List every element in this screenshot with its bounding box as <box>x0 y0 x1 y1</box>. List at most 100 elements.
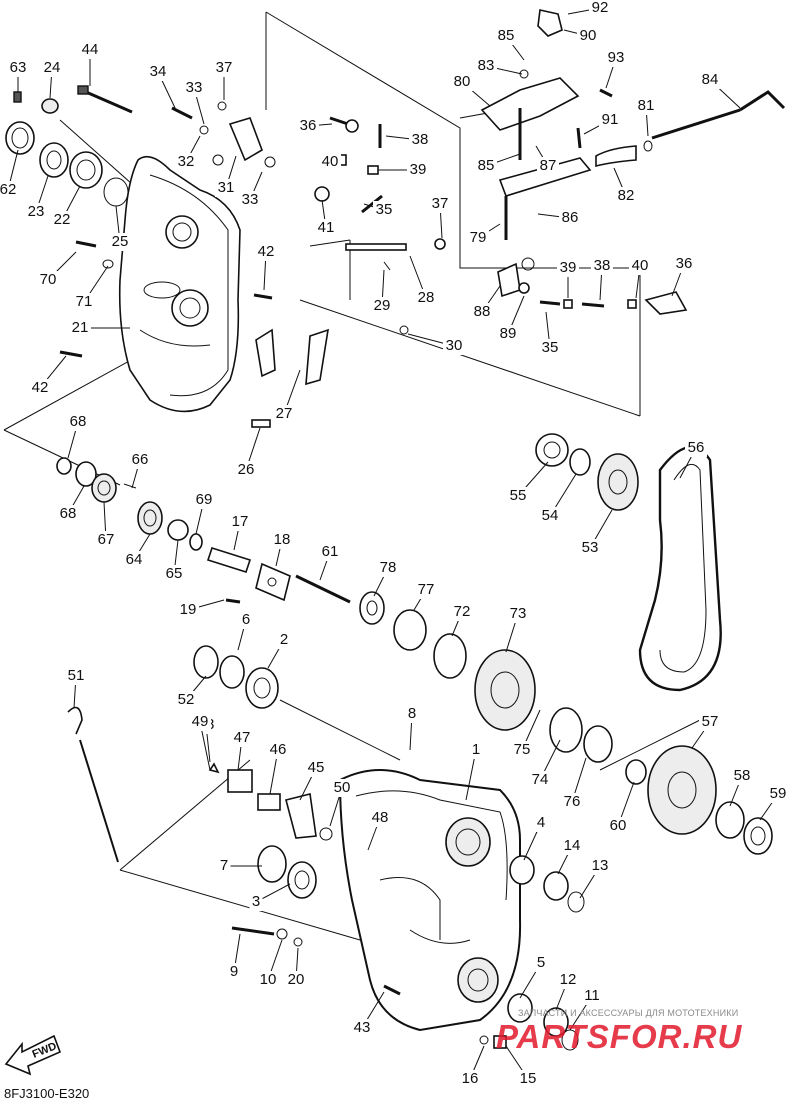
part-callout: 14 <box>564 837 581 854</box>
part-callout: 62 <box>0 181 16 198</box>
part-callout: 44 <box>82 41 99 58</box>
part-callout: 1 <box>472 741 480 758</box>
callout-halo <box>95 531 117 549</box>
callout-halo <box>277 631 291 649</box>
callout-halo <box>511 741 533 759</box>
part-callout: 40 <box>632 257 649 274</box>
callout-halo <box>699 71 721 89</box>
part-callout: 93 <box>608 49 625 66</box>
callout-halo <box>559 209 581 227</box>
callout-halo <box>557 259 579 277</box>
callout-halo <box>129 451 151 469</box>
callout-halo <box>589 0 611 17</box>
callout-halo <box>257 971 279 989</box>
upper-left-parts <box>5 85 273 428</box>
callout-halo <box>443 337 465 355</box>
part-callout: 64 <box>126 551 143 568</box>
callout-halo <box>607 817 629 835</box>
part-callout: 39 <box>560 259 577 276</box>
part-callout: 38 <box>594 257 611 274</box>
callout-halo <box>41 59 63 77</box>
part-callout: 21 <box>72 319 89 336</box>
part-callout: 35 <box>376 201 393 218</box>
part-callout: 79 <box>470 229 487 246</box>
callout-halo <box>7 59 29 77</box>
callout-halo <box>213 59 235 77</box>
callout-halo <box>123 551 145 569</box>
callout-halo <box>615 187 637 205</box>
callout-halo <box>407 161 429 179</box>
part-callout: 52 <box>178 691 195 708</box>
main-chain-case <box>338 769 585 1051</box>
callout-halo <box>235 461 257 479</box>
part-callout: 67 <box>98 531 115 548</box>
part-callout: 28 <box>418 289 435 306</box>
callout-halo <box>227 963 241 981</box>
callout-halo <box>605 49 627 67</box>
part-callout: 57 <box>702 713 719 730</box>
callout-halo <box>561 837 583 855</box>
part-callout: 88 <box>474 303 491 320</box>
chain-case-cover <box>118 155 241 413</box>
part-callout: 86 <box>562 209 579 226</box>
callout-halo <box>67 413 89 431</box>
part-callout: 38 <box>412 131 429 148</box>
callout-halo <box>369 809 391 827</box>
part-callout: 36 <box>300 117 317 134</box>
part-callout: 37 <box>216 59 233 76</box>
part-callout: 31 <box>218 179 235 196</box>
callout-halo <box>65 667 87 685</box>
part-callout: 24 <box>44 59 61 76</box>
callout-halo <box>561 793 583 811</box>
part-callout: 80 <box>454 73 471 90</box>
part-callout: 51 <box>68 667 85 684</box>
callout-halo <box>255 243 277 261</box>
part-callout: 54 <box>542 507 559 524</box>
part-callout: 3 <box>252 893 260 910</box>
callout-halo <box>415 289 437 307</box>
part-callout: 58 <box>734 767 751 784</box>
callout-halo <box>231 729 253 747</box>
callout-halo <box>673 255 695 273</box>
part-callout: 5 <box>537 954 545 971</box>
callout-halo <box>193 491 215 509</box>
callout-halo <box>731 767 753 785</box>
callout-halo <box>373 201 395 219</box>
part-callout: 10 <box>260 971 277 988</box>
callout-halo <box>497 325 519 343</box>
callout-halo <box>267 741 289 759</box>
part-callout: 50 <box>334 779 351 796</box>
part-callout: 8 <box>408 705 416 722</box>
part-callout: 70 <box>40 271 57 288</box>
callout-halo <box>147 63 169 81</box>
part-callout: 6 <box>242 611 250 628</box>
callout-halo <box>495 27 517 45</box>
part-callout: 53 <box>582 539 599 556</box>
part-callout: 85 <box>478 157 495 174</box>
part-callout: 60 <box>610 817 627 834</box>
part-callout: 77 <box>418 581 435 598</box>
part-callout: 45 <box>308 759 325 776</box>
part-callout: 56 <box>688 439 705 456</box>
part-callout: 16 <box>462 1070 479 1087</box>
part-callout: 40 <box>322 153 339 170</box>
part-callout: 43 <box>354 1019 371 1036</box>
part-callout: 33 <box>186 79 203 96</box>
callout-halo <box>469 741 483 759</box>
part-callout: 49 <box>192 713 209 730</box>
part-callout: 61 <box>322 543 339 560</box>
callout-halo <box>467 229 489 247</box>
callout-halo <box>599 111 621 129</box>
callout-halo <box>37 271 59 289</box>
callout-halo <box>217 857 231 875</box>
part-callout: 4 <box>537 814 545 831</box>
callout-halo <box>319 153 341 171</box>
callout-halo <box>331 779 353 797</box>
linkage-parts <box>171 101 446 386</box>
part-callout: 7 <box>220 857 228 874</box>
callout-halo <box>305 759 327 777</box>
callout-halo <box>273 405 295 423</box>
part-callout: 19 <box>180 601 197 618</box>
part-callout: 63 <box>10 59 27 76</box>
